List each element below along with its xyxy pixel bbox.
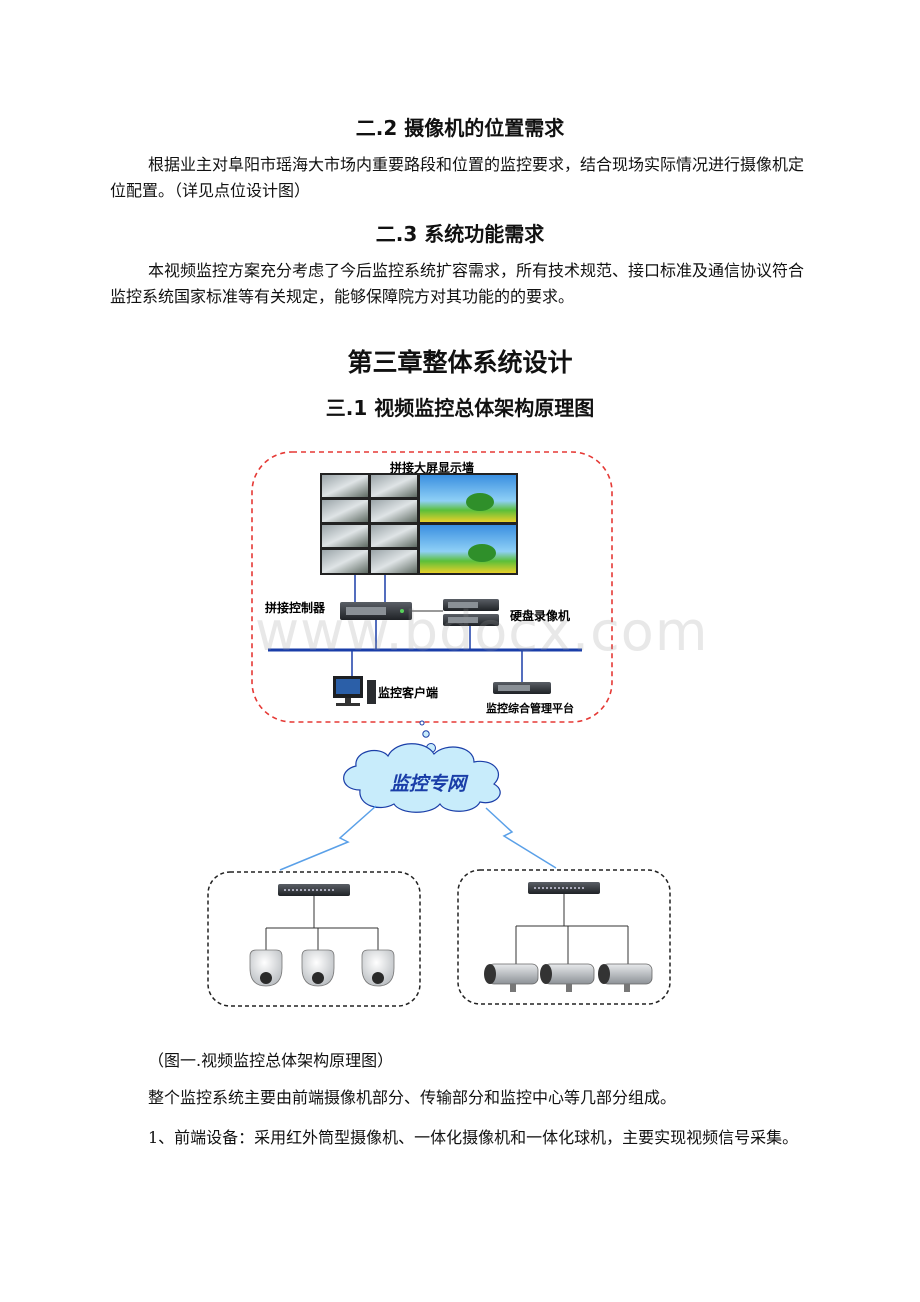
- architecture-diagram: 拼接大屏显示墙 拼接控制器 硬盘录像机: [207, 451, 671, 1007]
- network-cloud: [343, 743, 501, 813]
- section-2-3-heading: 二.3 系统功能需求: [375, 222, 545, 246]
- client-pc: [333, 676, 376, 706]
- section-2-2-heading: 二.2 摄像机的位置需求: [355, 116, 565, 140]
- chapter-3-title: 第三章整体系统设计: [347, 348, 573, 377]
- bullet-camera-group: [457, 869, 671, 1005]
- section-3-1-heading: 三.1 视频监控总体架构原理图: [325, 396, 595, 420]
- platform-label: 监控综合管理平台: [486, 701, 574, 715]
- dome-camera-3: [361, 949, 395, 987]
- switch-right: [528, 882, 600, 894]
- video-wall: [320, 473, 518, 575]
- control-center-boundary: [251, 451, 613, 723]
- body-paragraph-2: 1、前端设备：采用红外筒型摄像机、一体化摄像机和一体化球机，主要实现视频信号采集…: [148, 1128, 799, 1147]
- dome-camera-2: [301, 949, 335, 987]
- client-label: 监控客户端: [378, 685, 438, 700]
- splice-controller-label: 拼接控制器: [265, 600, 326, 615]
- dome-camera-group: [207, 871, 421, 1007]
- bullet-camera-1: [484, 963, 539, 992]
- switch-left: [278, 884, 350, 896]
- network-label: 监控专网: [390, 773, 469, 795]
- bullet-camera-2: [540, 963, 595, 992]
- bullet-camera-3: [598, 963, 653, 992]
- video-wall-label: 拼接大屏显示墙: [390, 460, 474, 475]
- dvr-label: 硬盘录像机: [510, 608, 570, 623]
- management-server: [493, 682, 551, 694]
- figure-caption: （图一.视频监控总体架构原理图）: [148, 1051, 394, 1070]
- splice-controller: [340, 602, 412, 620]
- section-2-3-paragraph: 本视频监控方案充分考虑了今后监控系统扩容需求，所有技术规范、接口标准及通信协议符…: [110, 261, 805, 306]
- body-paragraph-1: 整个监控系统主要由前端摄像机部分、传输部分和监控中心等几部分组成。: [148, 1088, 677, 1107]
- dvr-stack: [443, 599, 499, 626]
- section-2-2-paragraph: 根据业主对阜阳市瑶海大市场内重要路段和位置的监控要求，结合现场实际情况进行摄像机…: [110, 155, 805, 200]
- watermark: www.bdocx.com: [255, 600, 709, 663]
- dome-camera-1: [249, 949, 283, 987]
